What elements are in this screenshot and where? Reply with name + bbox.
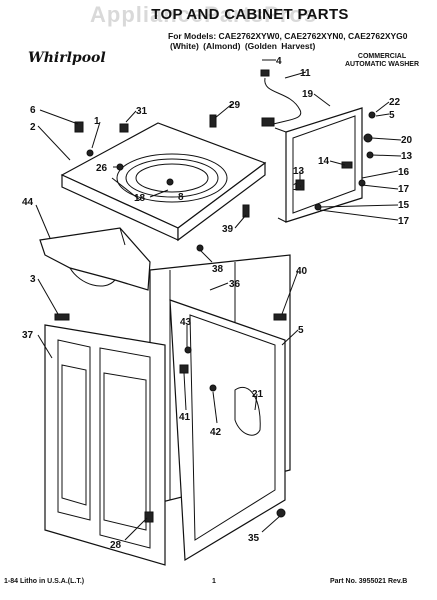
callout-39: 39 — [222, 224, 234, 235]
callout-13b: 13 — [401, 151, 413, 162]
callout-17b: 17 — [398, 216, 410, 227]
footer-page-number: 1 — [212, 578, 216, 585]
diagram-title: TOP AND CABINET PARTS — [151, 6, 349, 23]
callout-36: 36 — [229, 279, 241, 290]
callout-1b: 1 — [293, 182, 299, 193]
callout-41: 41 — [179, 412, 191, 423]
callout-5: 5 — [389, 110, 395, 121]
callouts: 4 11 19 29 31 6 1 2 26 18 8 22 5 20 13 1… — [22, 56, 413, 551]
callout-42: 42 — [210, 427, 222, 438]
cabinet-right-side — [169, 299, 286, 562]
cabinet-top — [60, 122, 267, 242]
callout-35: 35 — [248, 533, 260, 544]
callout-16: 16 — [398, 167, 410, 178]
callout-26: 26 — [96, 163, 108, 174]
console-manifold — [39, 227, 151, 291]
model-numbers: For Models: CAE2762XYW0, CAE2762XYN0, CA… — [168, 31, 408, 41]
product-type: COMMERCIAL AUTOMATIC WASHER — [345, 53, 419, 69]
lid — [274, 107, 363, 223]
callout-6: 6 — [30, 105, 36, 116]
callout-21: 21 — [252, 389, 264, 400]
callout-43: 43 — [180, 317, 192, 328]
callout-17a: 17 — [398, 184, 410, 195]
callout-2: 2 — [30, 122, 36, 133]
whirlpool-logo: Whirlpool — [28, 50, 106, 66]
footer-part-number: Part No. 3955021 Rev.B — [330, 578, 408, 585]
callout-15: 15 — [398, 200, 410, 211]
cabinet-front-panel — [44, 324, 166, 566]
callout-40: 40 — [296, 266, 308, 277]
callout-8: 8 — [178, 192, 184, 203]
callout-11: 11 — [300, 68, 311, 79]
callout-5b: 5 — [298, 325, 304, 336]
callout-4: 4 — [276, 56, 282, 67]
callout-29: 29 — [229, 100, 241, 111]
callout-37: 37 — [22, 330, 34, 341]
footer-litho: 1-84 Litho in U.S.A.(L.T.) — [4, 578, 85, 585]
callout-38: 38 — [212, 264, 224, 275]
callout-18: 18 — [134, 193, 146, 204]
model-colors: (White) (Almond) (Golden Harvest) — [170, 41, 316, 51]
callout-31: 31 — [136, 106, 148, 117]
callout-13a: 13 — [293, 166, 305, 177]
callout-14: 14 — [318, 156, 330, 167]
callout-20: 20 — [401, 135, 413, 146]
watermark: AppliancePartsPros — [90, 2, 318, 27]
product-type-line1: COMMERCIAL — [357, 53, 407, 60]
callout-22: 22 — [389, 97, 401, 108]
callout-44: 44 — [22, 197, 34, 208]
leader-lines — [35, 59, 402, 541]
wire-harness — [260, 69, 302, 127]
callout-19: 19 — [302, 89, 314, 100]
product-type-line2: AUTOMATIC WASHER — [345, 61, 420, 68]
callout-3: 3 — [30, 274, 36, 285]
callout-1: 1 — [94, 116, 100, 127]
callout-28: 28 — [110, 540, 122, 551]
